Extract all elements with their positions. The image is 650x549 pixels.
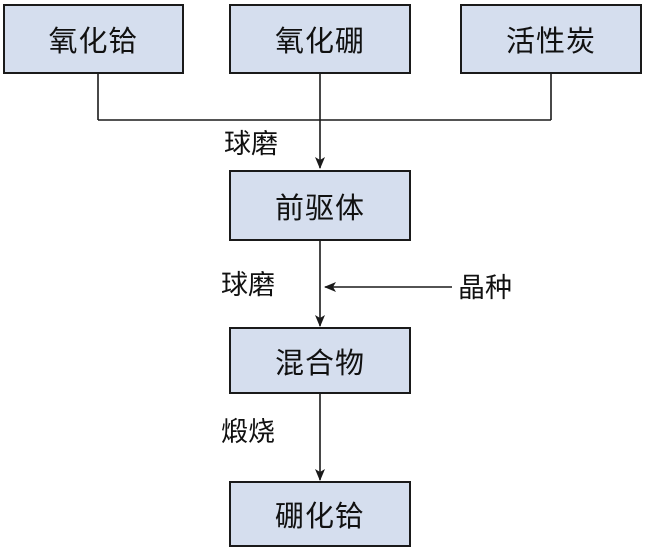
edge-label-seed-crystal: 晶种	[458, 273, 512, 304]
node-precursor: 前驱体	[229, 170, 411, 241]
node-mixture: 混合物	[229, 327, 411, 394]
edge-label-ball-milling-2: 球磨	[221, 270, 275, 301]
edge-label-ball-milling-1: 球磨	[224, 129, 278, 160]
node-hafnium-boride: 硼化铪	[229, 481, 411, 547]
node-hafnium-oxide: 氧化铪	[3, 4, 184, 74]
edge-label-calcination: 煅烧	[221, 417, 275, 448]
node-boron-oxide: 氧化硼	[229, 4, 411, 74]
node-activated-carbon: 活性炭	[460, 4, 642, 74]
